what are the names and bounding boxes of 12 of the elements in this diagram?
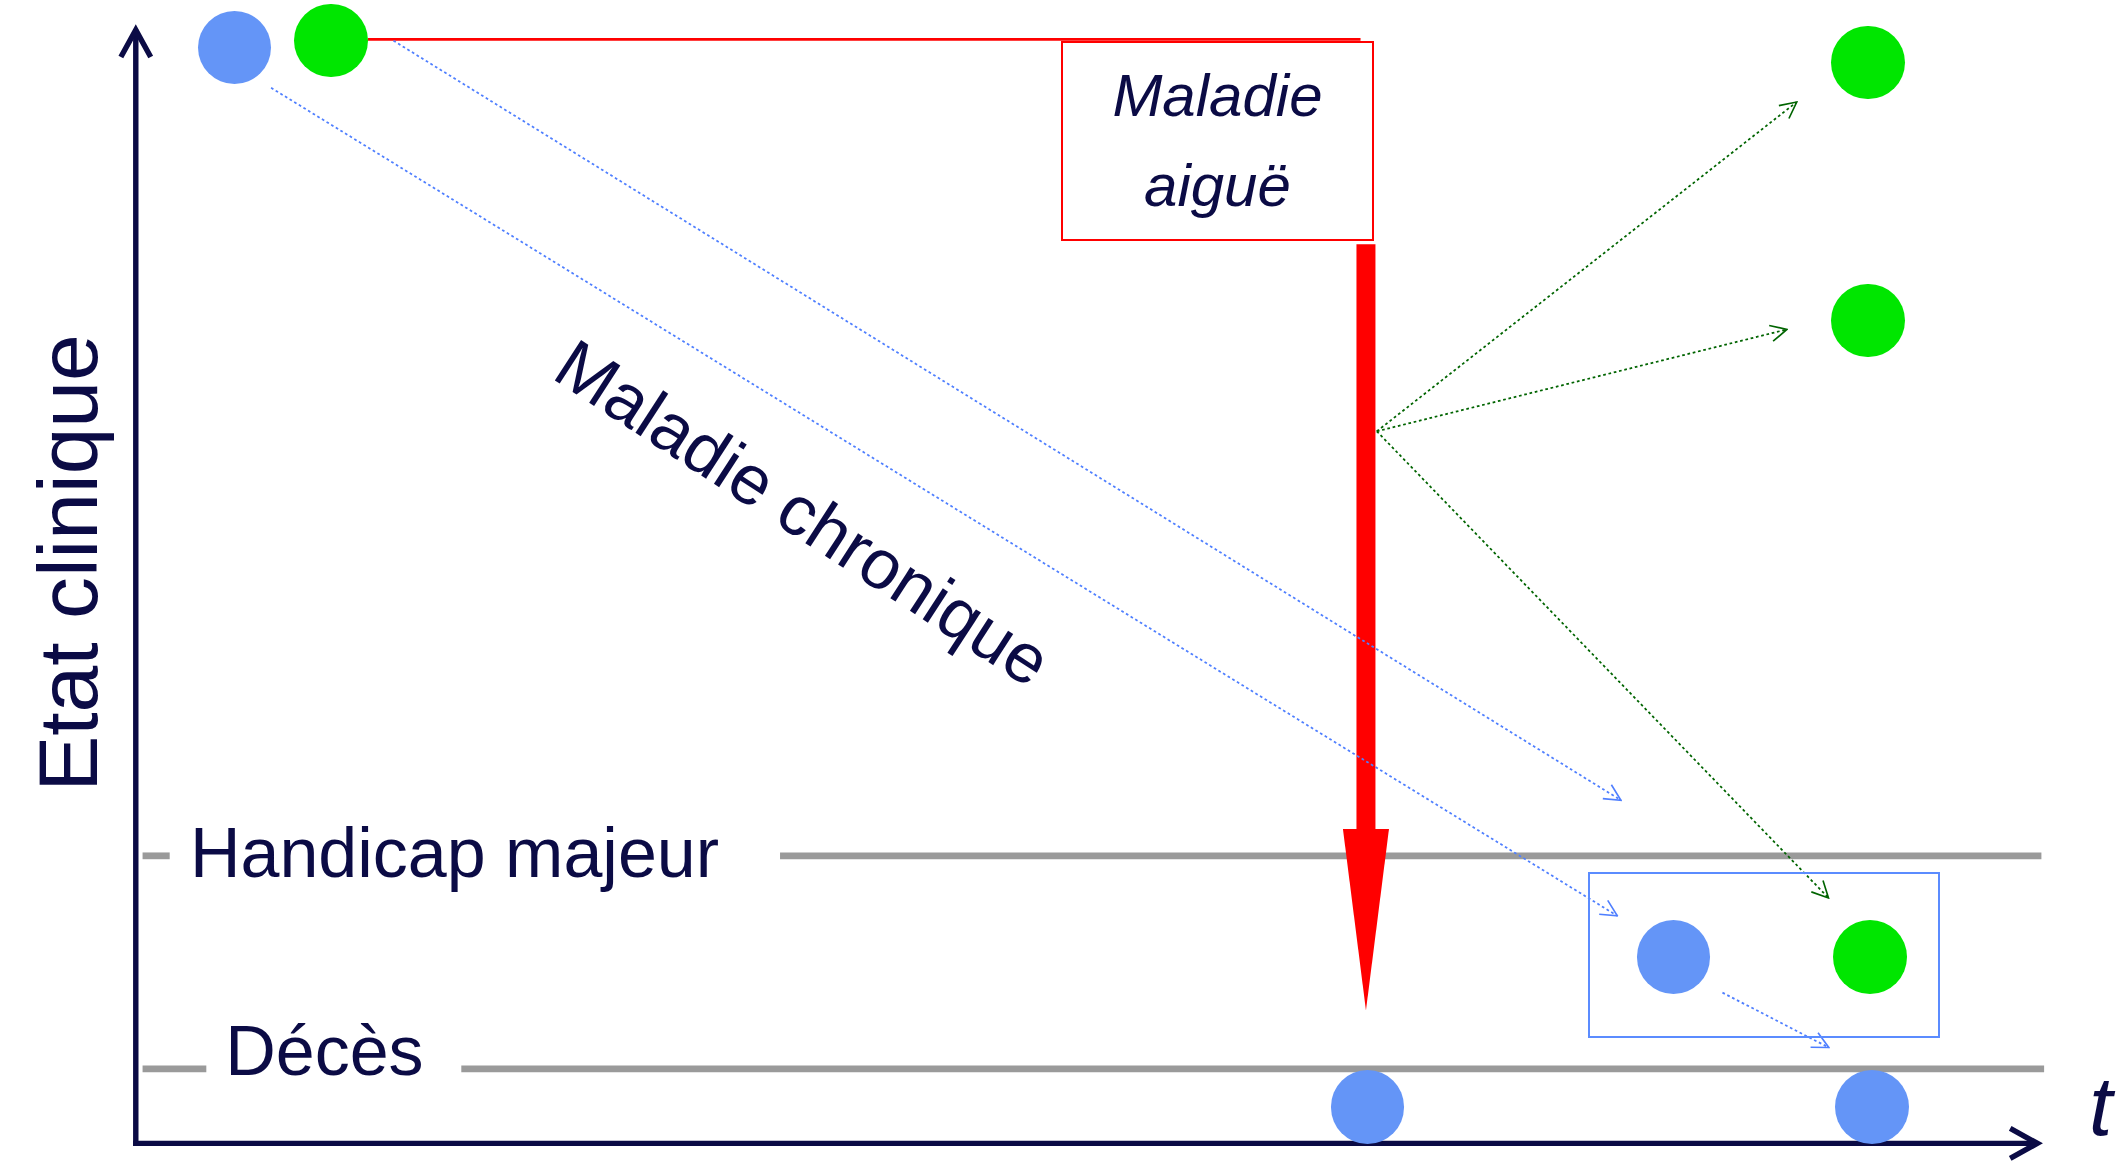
arrow: [1375, 430, 1830, 899]
threshold-label: Décès: [225, 1016, 424, 1087]
group-box: [1588, 872, 1940, 1038]
axis-title: t: [2089, 1063, 2113, 1148]
arrow: [1375, 324, 1788, 433]
arrow: [270, 86, 1619, 917]
arrow: [392, 39, 1622, 802]
arrow: [1375, 101, 1798, 433]
arrow: [1721, 991, 1830, 1049]
box-label: Maladie aiguë: [1111, 61, 1324, 222]
connector-line: [367, 37, 1361, 41]
label-box: [1060, 40, 1375, 242]
